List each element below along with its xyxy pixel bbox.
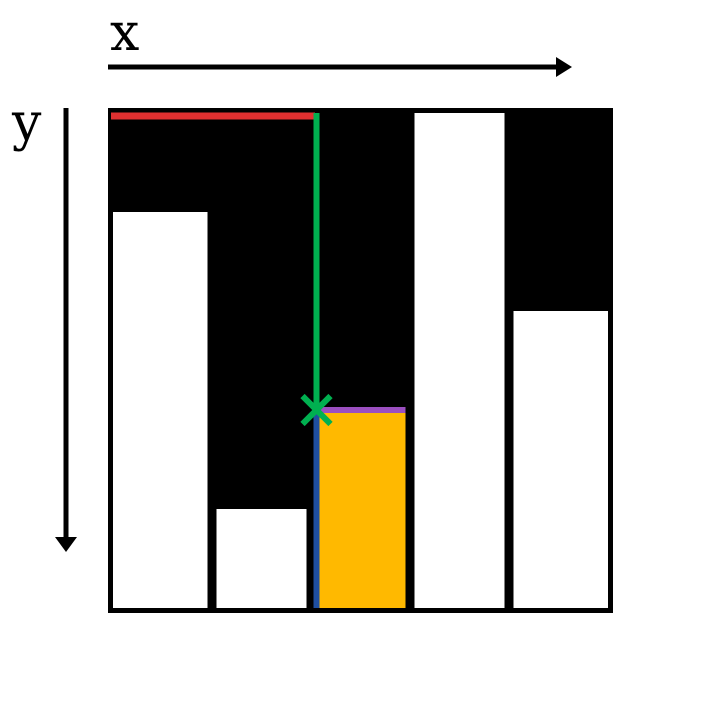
bar-column-5: [513, 311, 608, 608]
y-axis-label: y: [11, 93, 42, 153]
y-axis-arrow: [55, 108, 77, 552]
annotations: [111, 112, 406, 608]
bar-column-4: [414, 113, 505, 608]
grid-border: [108, 108, 613, 613]
cross-marker-icon: [300, 393, 333, 427]
bar-column-1: [113, 212, 208, 608]
column-grid: [108, 108, 613, 613]
x-axis-label: x: [110, 3, 139, 63]
bar-column-2: [216, 509, 307, 608]
bar-column-3: [315, 410, 406, 608]
x-axis-arrow: [108, 57, 572, 77]
